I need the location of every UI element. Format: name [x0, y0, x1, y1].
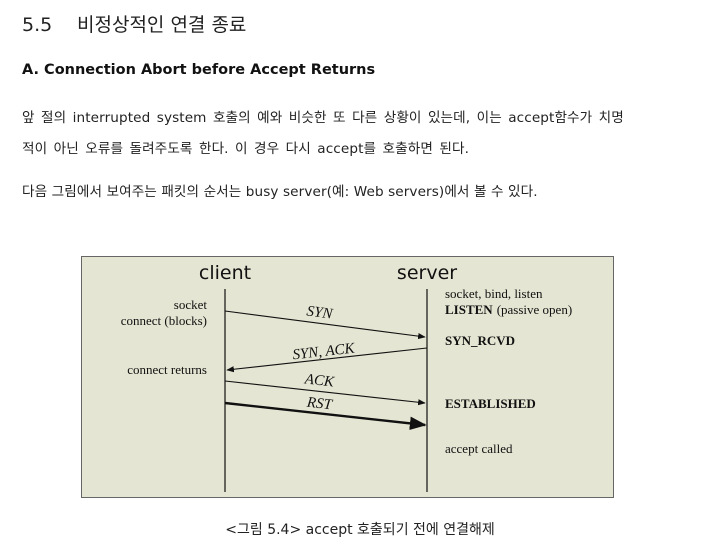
- synack-arrow: [226, 347, 428, 373]
- section-heading: 5.5 비정상적인 연결 종료: [22, 10, 246, 37]
- syn-rcvd-state: SYN_RCVD: [445, 333, 515, 348]
- listen-state: LISTEN: [445, 302, 493, 317]
- established-state: ESTABLISHED: [445, 396, 536, 411]
- rst-arrow: [224, 401, 427, 431]
- server-header: server: [397, 262, 457, 284]
- syn-arrow: [224, 310, 426, 340]
- client-socket-label: socket: [174, 297, 208, 312]
- client-header: client: [199, 262, 251, 284]
- rst-label: RST: [305, 395, 334, 414]
- paragraph-1-line-2: 적이 아닌 오류를 돌려주도록 한다. 이 경우 다시 accept를 호출하면…: [22, 141, 470, 157]
- server-setup-label: socket, bind, listen: [445, 286, 543, 301]
- paragraph-1-line-1: 앞 절의 interrupted system 호출의 예와 비슷한 또 다른 …: [22, 110, 624, 126]
- section-title: 비정상적인 연결 종료: [77, 14, 247, 36]
- sequence-diagram: client server socket connect (blocks) co…: [121, 262, 572, 492]
- ack-label: ACK: [303, 371, 336, 390]
- accept-called-label: accept called: [445, 441, 513, 456]
- server-listen-label: LISTEN (passive open): [445, 302, 572, 317]
- section-number: 5.5: [22, 14, 53, 36]
- listen-note: (passive open): [497, 302, 572, 317]
- paragraph-2: 다음 그림에서 보여주는 패킷의 순서는 busy server(예: Web …: [22, 184, 538, 200]
- syn-label: SYN: [306, 303, 335, 322]
- client-connect-returns-label: connect returns: [127, 362, 207, 377]
- client-connect-label: connect (blocks): [121, 313, 207, 328]
- tcp-sequence-figure: client server socket connect (blocks) co…: [81, 256, 614, 498]
- subsection-title: A. Connection Abort before Accept Return…: [22, 62, 376, 78]
- figure-caption: <그림 5.4> accept 호출되기 전에 연결해제: [225, 522, 495, 538]
- ack-arrow: [224, 380, 426, 406]
- synack-label: SYN, ACK: [292, 341, 357, 364]
